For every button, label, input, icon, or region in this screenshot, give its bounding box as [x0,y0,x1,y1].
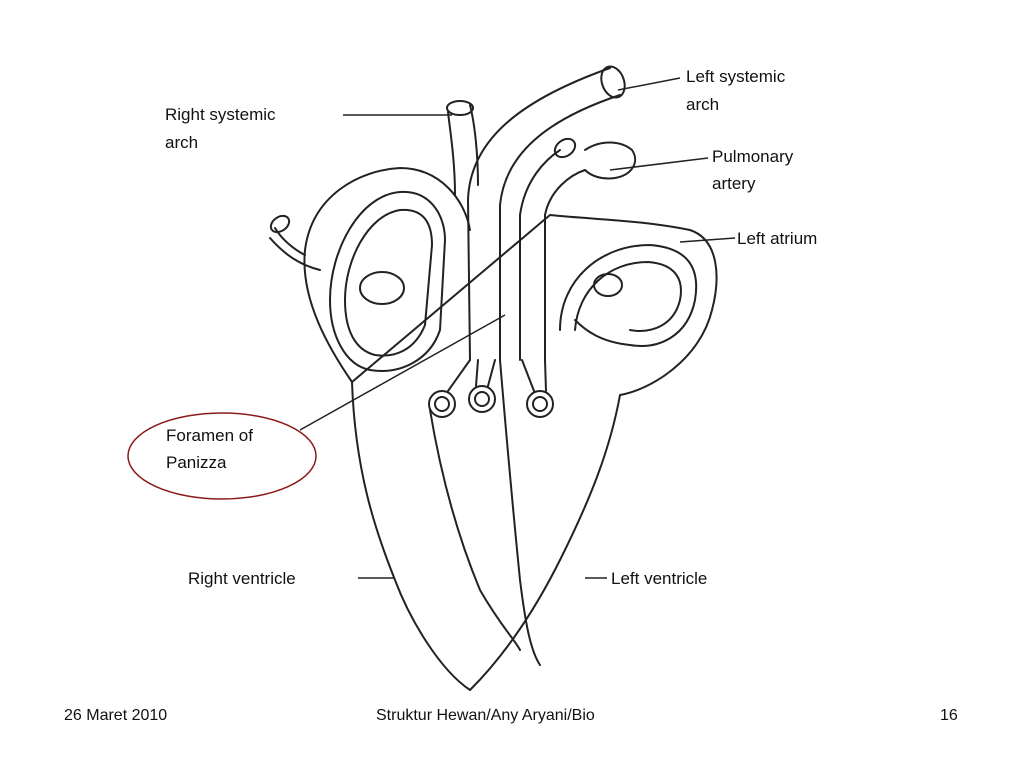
left-systemic-arch-opening [600,65,626,99]
highlight-ellipse [127,412,317,500]
vessel-section-3-inner [532,396,548,412]
leader-pulmonary-artery [609,157,709,171]
label-right-systemic-arch: Right systemic arch [165,105,280,152]
right-systemic-arch [447,104,479,196]
pulmonary-vein-opening [593,273,623,297]
left-atrium-chamber [559,244,698,347]
vessel-section-2 [468,385,496,413]
right-atrium-chamber [329,190,446,372]
label-left-ventricle: Left ventricle [611,569,707,588]
vessel-section-3 [526,390,554,418]
left-systemic-arch [467,67,621,361]
vessel-stems [447,359,547,392]
leader-left-systemic-arch [617,77,681,91]
vessel-section-1 [428,390,456,418]
right-atrium-inner [344,208,433,357]
vena-cava [269,227,321,271]
label-foramen-of-panizza: Foramen of Panizza [166,426,258,472]
pulmonary-artery-branch [584,141,637,180]
left-atrium-inner [574,261,682,332]
label-pulmonary-artery: Pulmonary artery [712,147,798,193]
right-systemic-arch-opening [446,100,474,116]
vena-cava-opening [269,214,291,234]
sinus-opening [359,271,405,305]
pulmonary-artery-opening [553,137,577,159]
footer-date: 26 Maret 2010 [64,707,168,724]
leader-left-atrium [679,237,736,243]
ventricular-septum [429,359,541,666]
vessel-section-1-inner [434,396,450,412]
label-left-systemic-arch: Left systemic arch [686,67,790,114]
footer-title: Struktur Hewan/Any Aryani/Bio [376,707,595,724]
leader-foramen-of-panizza [299,314,506,431]
label-left-atrium: Left atrium [737,229,817,248]
page-number: 16 [940,707,958,724]
vessel-section-2-inner [474,391,490,407]
pulmonary-artery [519,149,586,361]
label-right-ventricle: Right ventricle [188,569,296,588]
